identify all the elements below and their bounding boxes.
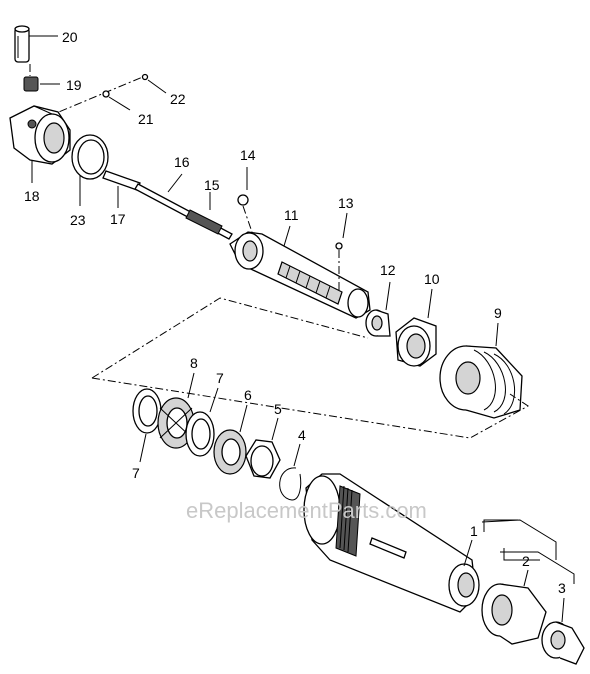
callout-9: 9 bbox=[494, 305, 502, 321]
part-13-ball bbox=[335, 212, 348, 290]
assembly-boundary bbox=[91, 297, 529, 439]
callout-2: 2 bbox=[522, 553, 530, 569]
callout-10: 10 bbox=[424, 271, 440, 287]
callout-17: 17 bbox=[110, 211, 126, 227]
callout-18: 18 bbox=[24, 188, 40, 204]
callout-12: 12 bbox=[380, 262, 396, 278]
part-18-housing bbox=[9, 105, 71, 183]
part-19-spring bbox=[23, 64, 60, 92]
part-4-snap-ring bbox=[279, 443, 302, 501]
part-11-rotor bbox=[229, 225, 371, 319]
callout-3: 3 bbox=[558, 580, 566, 596]
part-1-main-housing bbox=[303, 473, 480, 613]
part-10-bearing bbox=[395, 288, 437, 367]
callout-8: 8 bbox=[190, 355, 198, 371]
callout-19: 19 bbox=[66, 77, 82, 93]
callout-20: 20 bbox=[62, 29, 78, 45]
callout-6: 6 bbox=[244, 387, 252, 403]
part-23-ring bbox=[71, 134, 109, 206]
part-7-washer-right bbox=[185, 387, 219, 457]
callout-16: 16 bbox=[174, 154, 190, 170]
callout-22: 22 bbox=[170, 91, 186, 107]
callout-7-lower: 7 bbox=[132, 465, 140, 481]
watermark: eReplacementParts.com bbox=[186, 498, 427, 523]
part-7-washer-left bbox=[132, 388, 162, 463]
part-14-ball bbox=[237, 167, 253, 233]
callout-4: 4 bbox=[298, 427, 306, 443]
callout-labels: 20 19 22 21 18 23 17 16 15 14 11 13 12 1… bbox=[24, 29, 566, 596]
part-20-pin bbox=[14, 25, 58, 63]
part-12-bushing bbox=[365, 281, 391, 337]
callout-5: 5 bbox=[274, 401, 282, 417]
callout-15: 15 bbox=[204, 177, 220, 193]
part-2-sleeve bbox=[481, 569, 547, 645]
callout-13: 13 bbox=[338, 195, 354, 211]
callout-1: 1 bbox=[470, 523, 478, 539]
part-5-hex-nut bbox=[245, 417, 281, 479]
part-15-spring bbox=[185, 192, 223, 235]
part-17-rod bbox=[102, 170, 141, 208]
part-9-spring bbox=[439, 322, 523, 419]
assembly-brackets bbox=[481, 519, 575, 584]
callout-23: 23 bbox=[70, 212, 86, 228]
callout-11: 11 bbox=[284, 207, 299, 223]
callout-7-upper: 7 bbox=[216, 370, 224, 386]
callout-14: 14 bbox=[240, 147, 256, 163]
part-6-gear bbox=[213, 404, 248, 475]
part-3-ring bbox=[541, 597, 585, 665]
callout-21: 21 bbox=[138, 111, 154, 127]
part-8-needle-bearing bbox=[157, 372, 195, 449]
